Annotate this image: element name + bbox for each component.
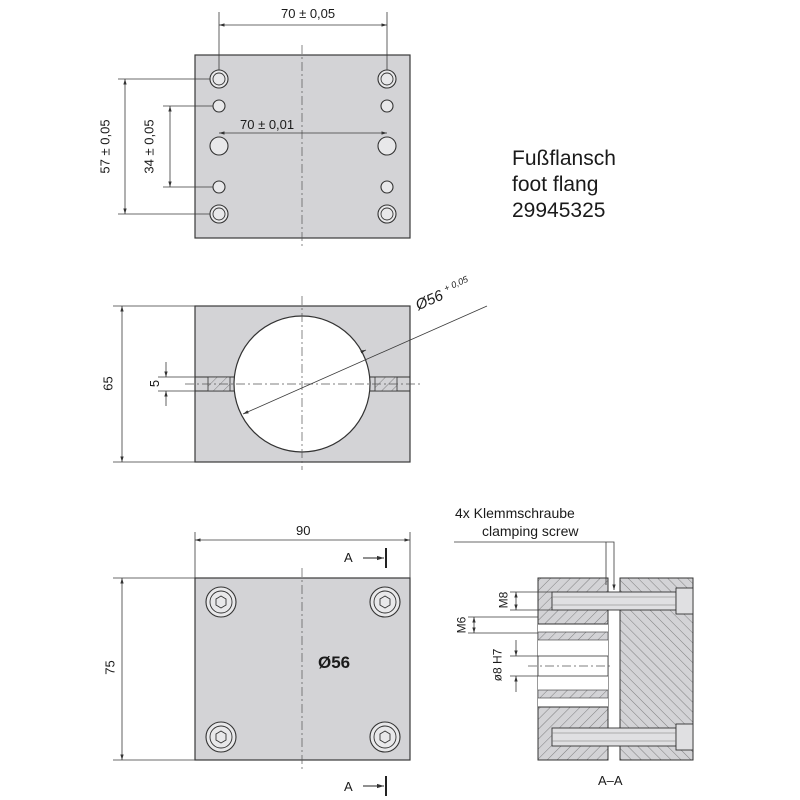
screw-label-en: clamping screw — [482, 523, 579, 539]
section-marker-top: A — [344, 550, 353, 565]
title-english: foot flang — [512, 173, 599, 196]
bore-label: Ø56 — [318, 653, 351, 672]
mounting-hole — [380, 180, 394, 194]
top-plate — [194, 54, 411, 239]
mounting-hole — [377, 204, 397, 224]
dim-bottom-width: 90 — [296, 523, 311, 538]
mounting-hole — [377, 136, 397, 156]
title-german: Fußflansch — [512, 147, 616, 170]
dim-front-height: 65 — [100, 376, 116, 391]
mounting-hole — [212, 180, 226, 194]
title-block: Fußflansch foot flang 29945325 — [512, 146, 616, 224]
mounting-hole — [209, 69, 229, 89]
dim-m8: M8 — [496, 591, 511, 609]
mounting-hole — [209, 204, 229, 224]
mounting-hole — [209, 136, 229, 156]
section-marker-bottom: A — [344, 779, 353, 794]
hex-socket-screw — [205, 586, 237, 618]
dim-slot: 5 — [147, 379, 163, 388]
screw-label-de: 4x Klemmschraube — [455, 505, 575, 521]
section-title: A–A — [598, 773, 623, 788]
dim-bottom-height: 75 — [102, 660, 118, 675]
dim-height-outer: 57 ± 0,05 — [97, 119, 113, 174]
mounting-hole — [377, 69, 397, 89]
dim-height-inner: 34 ± 0,05 — [141, 119, 157, 174]
hex-socket-screw — [369, 721, 401, 753]
dim-m6: M6 — [454, 616, 469, 634]
dim-inner-width: 70 ± 0,01 — [240, 117, 295, 132]
mounting-hole — [380, 99, 394, 113]
hex-socket-screw — [369, 586, 401, 618]
dim-top-width: 70 ± 0,05 — [281, 6, 336, 21]
part-number: 29945325 — [512, 199, 606, 222]
clamp-screw-section — [551, 723, 694, 751]
front-view — [113, 296, 488, 470]
top-view — [118, 12, 411, 246]
mounting-hole — [212, 99, 226, 113]
clamp-screw-section — [551, 587, 694, 615]
section-view — [454, 541, 694, 761]
bottom-view — [113, 532, 411, 796]
dim-pin: ø8 H7 — [490, 648, 505, 682]
hex-socket-screw — [205, 721, 237, 753]
